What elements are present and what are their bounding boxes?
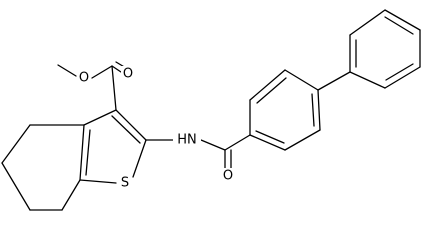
phenylene-bond-2 [249,69,286,101]
phenyl-bond-5 [384,66,421,89]
phenylene-bond-3 [284,69,319,91]
thiophene-bond-c3-c2 [115,109,147,141]
phenylene-bond-6 [249,134,286,151]
ester-o-label-bg [77,70,91,86]
carbonyl-to-phenyl-bond [224,134,251,151]
chemical-structure: O O HN O S [1,9,421,211]
phenylene-bond-4-inner [311,93,315,127]
amide-o-label-bg [221,168,235,184]
thiophene-bond-c3-c2-double [111,115,141,144]
amide-nh-label: HN [177,133,197,148]
ester-oxygen-label: O [79,71,89,86]
thiophene-bond-c3a-c3 [83,109,117,126]
methyl-ester-group [57,61,127,111]
thiophene-bond-c7a-c3a-double [85,129,91,176]
amide-oxygen-label: O [223,169,233,184]
nh-label-bg [173,131,201,149]
amide-linker [145,134,251,171]
phenyl-bond-3 [384,9,421,31]
thiophene-bond-c2-s [132,139,147,178]
structure-canvas: O O HN O S [1,9,421,211]
ester-to-ring-bond [111,65,117,111]
phenyl-bond-5-inner [385,63,414,81]
phenyl-bond-2 [349,9,386,36]
ester-o-c-bond [91,65,113,79]
thiophene-ring [79,109,147,184]
methyl-bond [57,64,77,77]
cyclohexane-bond-2 [1,124,31,164]
thiophene-bond-s-c7a [79,179,117,184]
thiophene-bond-c7a-c3a [79,124,85,181]
phenyl-bond-6 [349,71,386,89]
cyclohexane-bond-5 [61,179,81,211]
phenylene-bond-4 [317,89,321,131]
phenylene-bond-2-inner [256,77,287,104]
phenylene-bond-5 [284,129,321,151]
carbonyl-o-label-bg [121,66,135,82]
phenylene-bond-6-inner [255,130,285,144]
sulfur-label-bg [118,175,132,191]
phenyl-bond-3-inner [384,16,414,35]
cyclohexene-ring [1,124,85,211]
biaryl-bond [317,71,351,91]
atom-labels: O O HN O S [77,66,235,191]
phenyl-ring [317,9,421,91]
thiophene-sulfur-label: S [121,176,129,191]
nh-to-carbonyl-bond [200,139,226,151]
phenylene-ring [249,69,321,151]
ester-carbonyl-oxygen-label: O [123,67,133,82]
cyclohexane-bond-3 [1,162,31,211]
